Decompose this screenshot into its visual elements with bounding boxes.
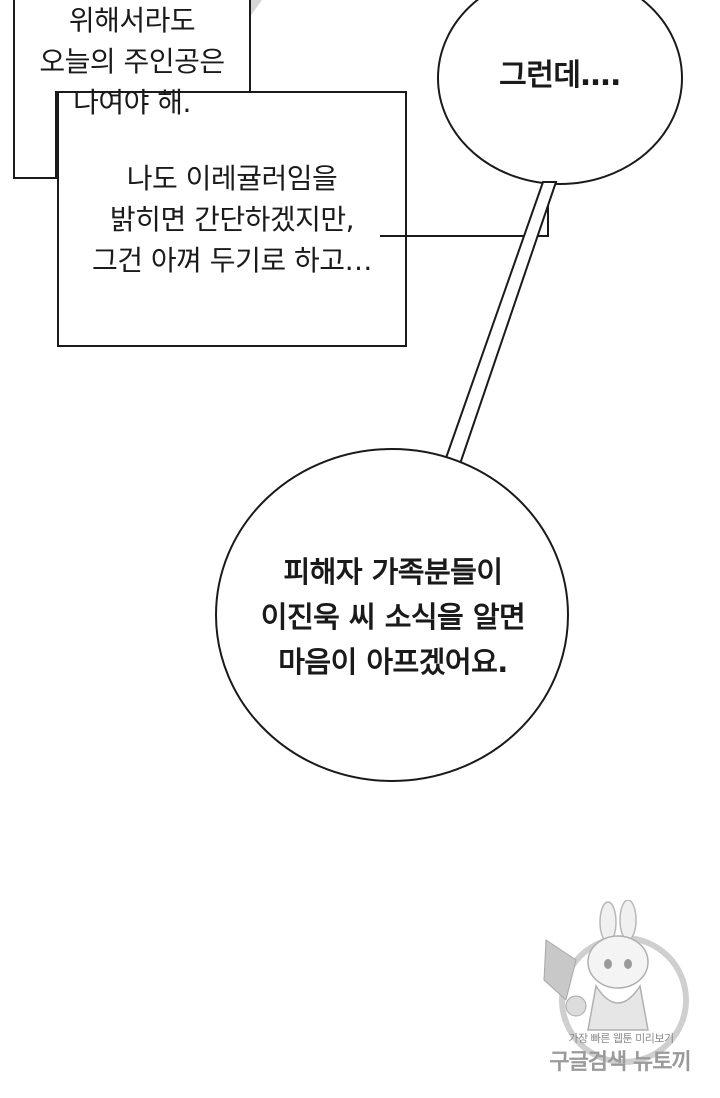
speech-large-line-1: 피해자 가족분들이 <box>283 555 503 589</box>
narration-top-line-2: 오늘의 주인공은 <box>39 45 225 78</box>
speech-small-text: 그런데…. <box>440 55 680 97</box>
narration-text-bottom: 나도 이레귤러임을 밝히면 간단하겠지만, 그건 아껴 두기로 하고… <box>60 158 404 281</box>
watermark-caption: 가장 빠른 웹툰 미리보기 <box>568 1032 674 1045</box>
narration-top-line-3: 나여야 해. <box>73 86 191 119</box>
speech-large-line-3: 마음이 아프겠어요. <box>278 645 508 679</box>
speech-small-line: 그런데…. <box>499 58 621 93</box>
narration-text-top: 위해서라도 오늘의 주인공은 나여야 해. <box>14 0 250 123</box>
narration-top-line-1: 위해서라도 <box>68 4 196 37</box>
speech-bubble-small <box>437 0 683 185</box>
speech-large-line-2: 이진욱 씨 소식을 알면 <box>260 600 526 634</box>
narration-box-top <box>13 0 251 179</box>
narration-bottom-line-3: 그건 아껴 두기로 하고… <box>91 244 373 277</box>
narration-box-bottom <box>57 91 407 347</box>
speech-bubble-large <box>215 448 569 782</box>
frame-edge <box>380 196 549 237</box>
bunny-girl-mascot-icon <box>543 900 689 1065</box>
speech-bubble-tail <box>444 181 558 466</box>
tail-join <box>440 462 459 480</box>
narration-bottom-line-2: 밝히면 간단하겠지만, <box>109 203 355 236</box>
watermark-title: 구글검색 뉴토끼 <box>549 1050 691 1075</box>
narration-bottom-line-1: 나도 이레귤러임을 <box>126 162 338 195</box>
speech-large-text: 피해자 가족분들이 이진욱 씨 소식을 알면 마음이 아프겠어요. <box>230 550 556 685</box>
